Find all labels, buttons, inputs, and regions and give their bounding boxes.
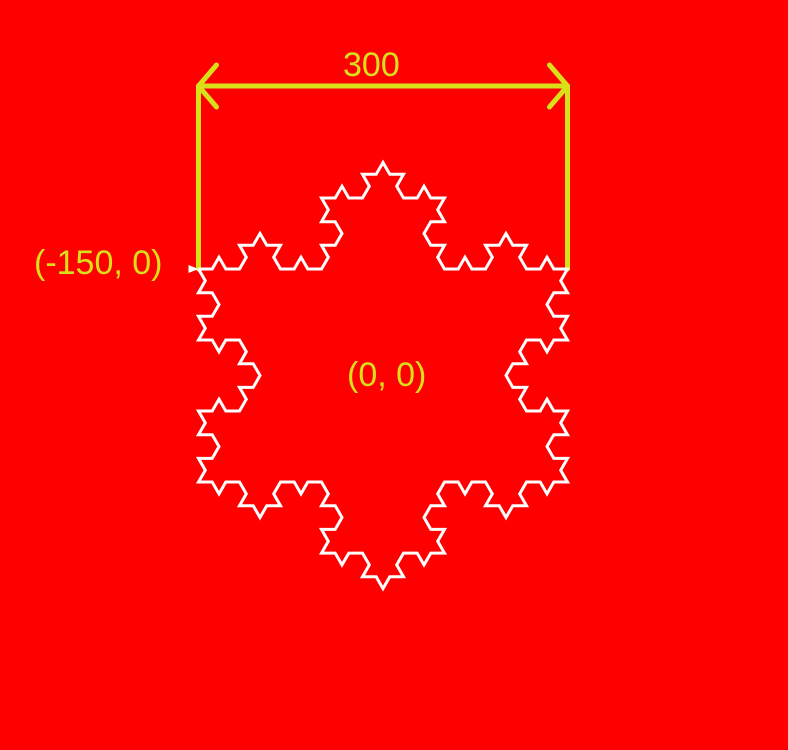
origin-label: (0, 0) [347,356,427,394]
start-point-label: (-150, 0) [34,244,163,282]
left-arrowhead-upper [196,62,219,89]
start-arrow-icon [188,265,199,273]
start-point-marker [188,265,199,273]
koch-snowflake [195,159,571,592]
right-arrowhead-upper [547,62,570,89]
right-arrowhead-lower [547,83,570,110]
width-dimension [196,62,570,272]
width-label: 300 [343,46,400,84]
left-arrowhead-lower [196,83,219,110]
